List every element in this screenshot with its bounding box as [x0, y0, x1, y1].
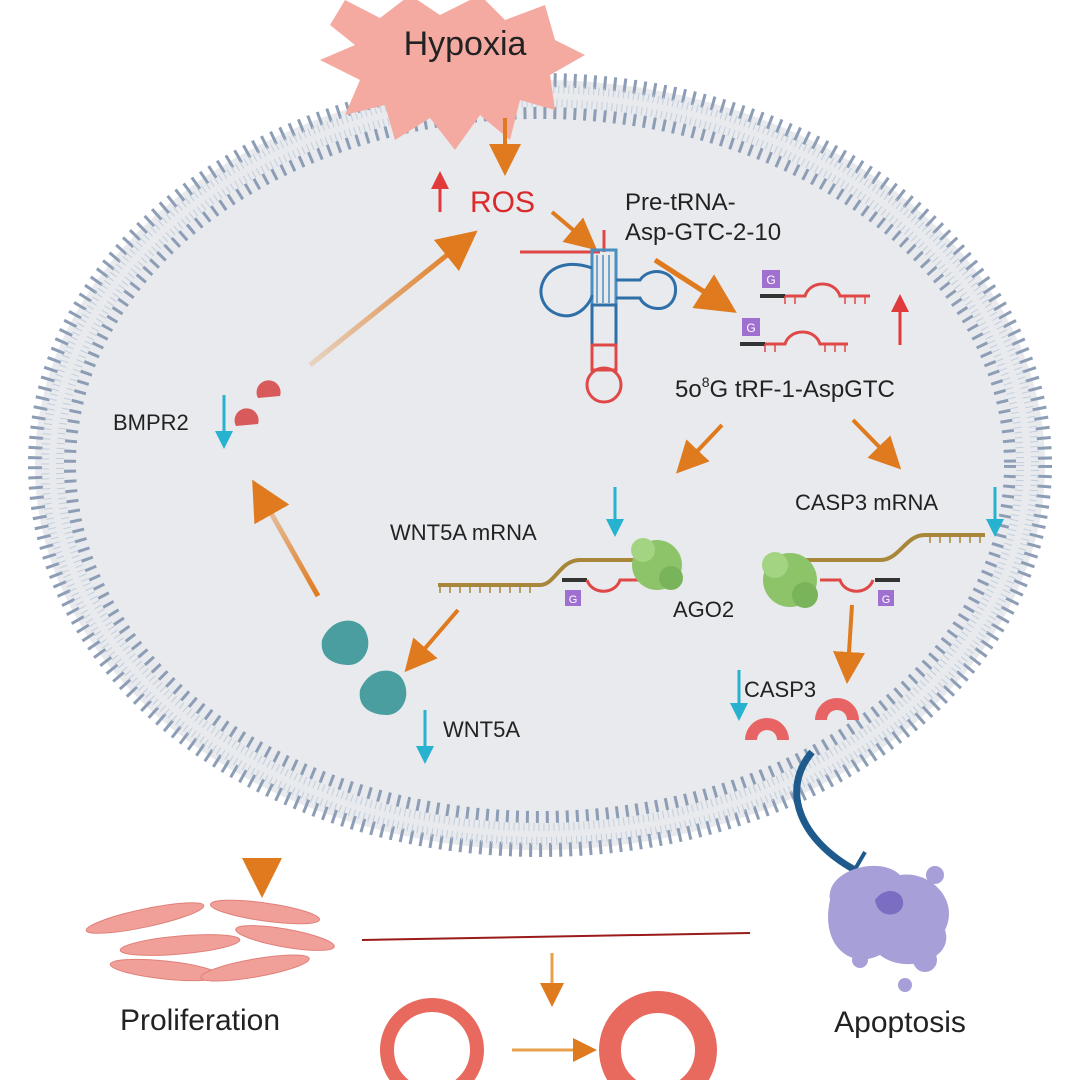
- hypoxia-burst: Hypoxia: [320, 0, 585, 150]
- casp3-label: CASP3: [744, 677, 816, 702]
- arrow-trf-wnt5a: [676, 423, 724, 474]
- proliferation-label: Proliferation: [120, 1004, 280, 1037]
- apoptosis-label: Apoptosis: [834, 1006, 966, 1039]
- wnt5a-protein: [321, 620, 407, 715]
- bmpr2-label: BMPR2: [113, 410, 189, 435]
- casp3-protein: [745, 698, 859, 740]
- svg-text:G: G: [569, 594, 578, 606]
- trna-icon: [520, 230, 677, 404]
- trf-fragment-1: G: [760, 270, 870, 304]
- cell-membrane: [28, 73, 1052, 857]
- wnt5a-mrna-label: WNT5A mRNA: [390, 520, 537, 545]
- ribosome-icon: [631, 538, 683, 590]
- cell-icon: [85, 899, 335, 982]
- ribosome-icon-casp3: [762, 552, 818, 608]
- casp3-mrna-label: CASP3 mRNA: [795, 490, 938, 515]
- ago2-label: AGO2: [673, 597, 734, 622]
- arrow-bmpr2-ros: [308, 230, 478, 367]
- arrow-ros-trna: [550, 210, 598, 251]
- pre-trna-label-line1: Pre-tRNA-: [625, 189, 736, 216]
- ros-label: ROS: [470, 186, 535, 219]
- arrow-wnt5a-bmpr2: [252, 479, 321, 598]
- casp3-mrna-strand: G: [790, 533, 985, 606]
- wnt5a-label: WNT5A: [443, 717, 520, 742]
- vessel-icon: [380, 991, 717, 1080]
- inhibit-casp3-apoptosis: [793, 749, 857, 874]
- svg-text:G: G: [746, 321, 755, 335]
- hypoxia-label: Hypoxia: [404, 25, 527, 63]
- wnt5a-mrna-strand: G: [438, 558, 640, 606]
- arrow-mrna-casp3: [833, 604, 865, 684]
- arrow-trf-casp3: [851, 418, 902, 470]
- bmpr2-protein: [234, 380, 281, 426]
- apoptosis-cell-icon: [828, 865, 949, 992]
- pre-trna-label-line2: Asp-GTC-2-10: [625, 219, 781, 246]
- trf-fragment-2: G: [740, 318, 848, 352]
- trf-label: 5o8G tRF-1-AspGTC: [675, 374, 895, 403]
- starburst-icon: [320, 0, 585, 150]
- protein-icon: [321, 620, 369, 665]
- svg-text:G: G: [766, 273, 775, 287]
- svg-text:G: G: [882, 594, 891, 606]
- divider-line: [361, 932, 751, 941]
- arrow-trna-trf: [653, 257, 737, 313]
- arrow-mrna-wnt5a: [404, 608, 460, 673]
